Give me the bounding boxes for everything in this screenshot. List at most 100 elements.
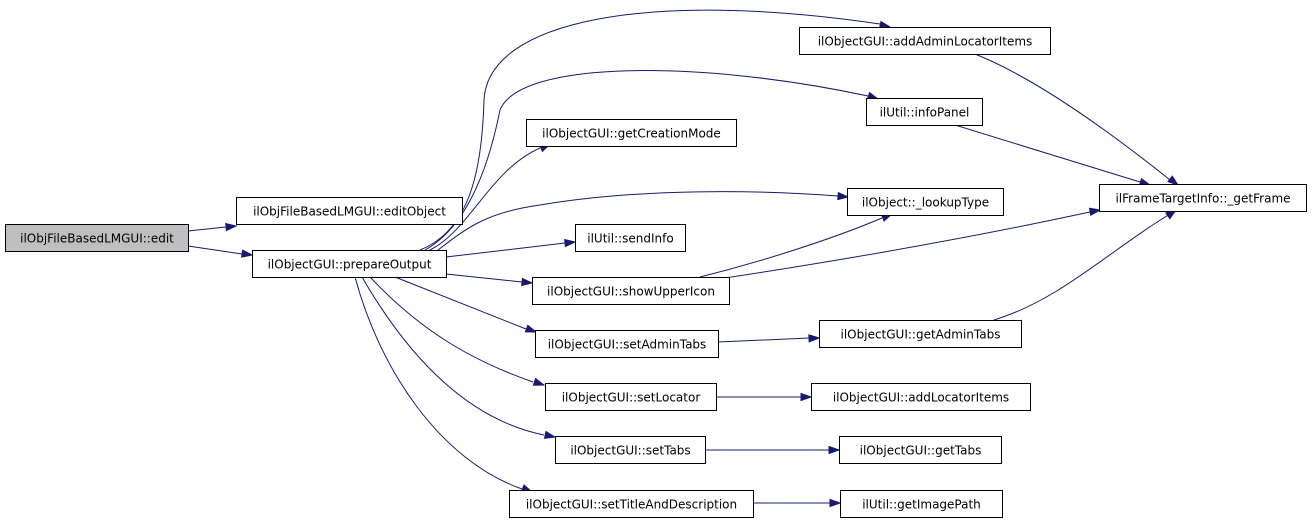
- node-label: ilObjFileBasedLMGUI::editObject: [253, 205, 446, 219]
- node-label: ilObjectGUI::getCreationMode: [542, 127, 721, 141]
- node-label: ilObjFileBasedLMGUI::edit: [20, 232, 174, 246]
- node-label: ilObjectGUI::setTabs: [570, 444, 690, 458]
- node-getImagePath[interactable]: ilUtil::getImagePath: [840, 490, 1003, 518]
- edge-line: [394, 276, 527, 330]
- node-box: [509, 490, 754, 518]
- edge-getAdminTabs-to-getFrame: [993, 209, 1178, 321]
- node-box: [866, 98, 983, 126]
- node-box: [819, 320, 1022, 348]
- node-box: [236, 197, 463, 225]
- arrowhead-icon: [241, 249, 254, 258]
- node-addAdminLocatorItems[interactable]: ilObjectGUI::addAdminLocatorItems: [799, 27, 1051, 55]
- node-label: ilObjectGUI::setAdminTabs: [548, 338, 707, 352]
- edge-addAdminLocatorItems-to-getFrame: [974, 53, 1180, 186]
- node-getAdminTabs[interactable]: ilObjectGUI::getAdminTabs: [819, 320, 1022, 348]
- edge-prepareOutput-to-showUpperIcon: [445, 273, 534, 287]
- edge-setLocator-to-addLocatorItems: [716, 392, 813, 402]
- node-box: [811, 383, 1031, 411]
- node-label: ilObject::_lookupType: [862, 196, 989, 210]
- node-label: ilObjectGUI::setTitleAndDescription: [526, 498, 737, 512]
- arrowhead-icon: [828, 445, 841, 455]
- edge-setTitleAndDescription-to-getImagePath: [753, 498, 842, 508]
- edge-prepareOutput-to-setTabs: [361, 276, 557, 439]
- edge-prepareOutput-to-infoPanel: [424, 70, 880, 251]
- node-label: ilObjectGUI::getTabs: [860, 444, 982, 458]
- node-box: [535, 330, 719, 358]
- nodes-layer: ilObjFileBasedLMGUI::edit ilObjFileBasedL…: [5, 27, 1307, 518]
- node-box: [532, 277, 730, 305]
- edge-line: [187, 245, 243, 255]
- arrowhead-icon: [800, 392, 813, 402]
- edge-edit-to-prepareOutput: [187, 245, 254, 258]
- node-label: ilUtil::getImagePath: [862, 498, 981, 512]
- edge-line: [445, 242, 566, 258]
- arrowhead-icon: [225, 222, 238, 232]
- edge-prepareOutput-to-lookupType: [437, 191, 850, 251]
- edge-line: [724, 211, 1091, 279]
- node-box: [575, 224, 686, 252]
- arrowhead-icon: [837, 191, 850, 201]
- node-setAdminTabs[interactable]: ilObjectGUI::setAdminTabs: [535, 330, 719, 358]
- edge-edit-to-editObject: [187, 222, 238, 232]
- node-label: ilUtil::sendInfo: [587, 232, 673, 246]
- node-box: [847, 188, 1004, 216]
- edges-layer: [187, 9, 1180, 508]
- node-box: [799, 27, 1051, 55]
- node-box: [555, 436, 706, 464]
- node-setTabs[interactable]: ilObjectGUI::setTabs: [555, 436, 706, 464]
- node-box: [526, 119, 737, 147]
- arrowhead-icon: [1167, 175, 1180, 186]
- node-prepareOutput[interactable]: ilObjectGUI::prepareOutput: [252, 250, 447, 278]
- node-infoPanel[interactable]: ilUtil::infoPanel: [866, 98, 983, 126]
- node-label: ilObjectGUI::showUpperIcon: [547, 285, 715, 299]
- edge-setAdminTabs-to-getAdminTabs: [717, 334, 821, 343]
- node-label: ilObjectGUI::addLocatorItems: [833, 391, 1009, 405]
- node-sendInfo[interactable]: ilUtil::sendInfo: [575, 224, 686, 252]
- edge-line: [717, 337, 810, 343]
- edge-prepareOutput-to-sendInfo: [445, 238, 577, 258]
- arrowhead-icon: [532, 377, 546, 386]
- edge-prepareOutput-to-setTitleAndDescription: [354, 276, 534, 493]
- arrowhead-icon: [524, 324, 538, 333]
- arrowhead-icon: [521, 277, 534, 287]
- arrowhead-icon: [808, 334, 821, 343]
- node-getCreationMode[interactable]: ilObjectGUI::getCreationMode: [526, 119, 737, 147]
- node-box: [1099, 184, 1307, 212]
- edge-line: [424, 70, 869, 251]
- arrowhead-icon: [829, 498, 842, 508]
- edge-line: [954, 124, 1141, 183]
- arrowhead-icon: [543, 430, 557, 439]
- arrowhead-icon: [564, 238, 577, 248]
- node-addLocatorItems[interactable]: ilObjectGUI::addLocatorItems: [811, 383, 1031, 411]
- node-getFrame[interactable]: ilFrameTargetInfo::_getFrame: [1099, 184, 1307, 212]
- edge-line: [699, 217, 883, 278]
- node-getTabs[interactable]: ilObjectGUI::getTabs: [839, 436, 1002, 464]
- edge-prepareOutput-to-getCreationMode: [429, 143, 552, 251]
- node-setTitleAndDescription[interactable]: ilObjectGUI::setTitleAndDescription: [509, 490, 754, 518]
- node-box: [839, 436, 1002, 464]
- node-label: ilObjectGUI::prepareOutput: [268, 258, 432, 272]
- node-showUpperIcon[interactable]: ilObjectGUI::showUpperIcon: [532, 277, 730, 305]
- edge-line: [445, 273, 523, 283]
- node-edit[interactable]: ilObjFileBasedLMGUI::edit: [5, 224, 189, 252]
- edge-line: [437, 191, 839, 251]
- edge-line: [974, 53, 1171, 181]
- node-label: ilObjectGUI::addAdminLocatorItems: [818, 35, 1033, 49]
- edge-setTabs-to-getTabs: [705, 445, 841, 455]
- node-box: [5, 224, 189, 252]
- node-label: ilUtil::infoPanel: [880, 106, 970, 120]
- edge-showUpperIcon-to-getFrame: [724, 207, 1102, 279]
- node-setLocator[interactable]: ilObjectGUI::setLocator: [545, 383, 717, 411]
- edge-line: [354, 276, 523, 490]
- node-editObject[interactable]: ilObjFileBasedLMGUI::editObject: [236, 197, 463, 225]
- node-box: [545, 383, 717, 411]
- node-label: ilFrameTargetInfo::_getFrame: [1115, 192, 1290, 206]
- node-box: [840, 490, 1003, 518]
- node-label: ilObjectGUI::getAdminTabs: [841, 328, 1001, 342]
- arrowhead-icon: [1088, 207, 1102, 216]
- edge-line: [361, 276, 545, 436]
- node-lookupType[interactable]: ilObject::_lookupType: [847, 188, 1004, 216]
- node-label: ilObjectGUI::setLocator: [562, 391, 701, 405]
- edge-line: [429, 147, 541, 251]
